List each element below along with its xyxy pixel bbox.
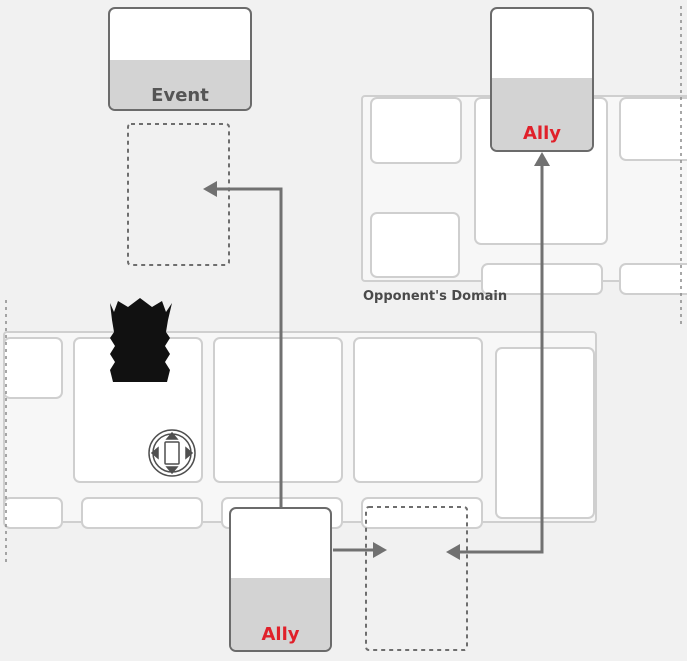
hooded-figure-silhouette-icon [110,298,172,382]
arrow-to-support-slot [333,542,387,558]
opponent-domain-caption: Opponent's Domain [363,289,508,304]
bottom-ally-card-label: Ally [261,624,300,645]
event-card-label: Event [151,85,209,106]
circular-move-token-icon [148,429,196,477]
arrow-to-event-slot [203,181,283,508]
opponent-ally-card: Ally [490,7,594,152]
arrow-to-opponent-ally [446,152,550,560]
opponent-ally-card-label: Ally [522,123,561,144]
support-target-slot [365,506,468,651]
player-domain-grid [3,331,597,529]
event-card: Event [108,7,252,111]
bottom-ally-card: Ally [229,507,332,652]
